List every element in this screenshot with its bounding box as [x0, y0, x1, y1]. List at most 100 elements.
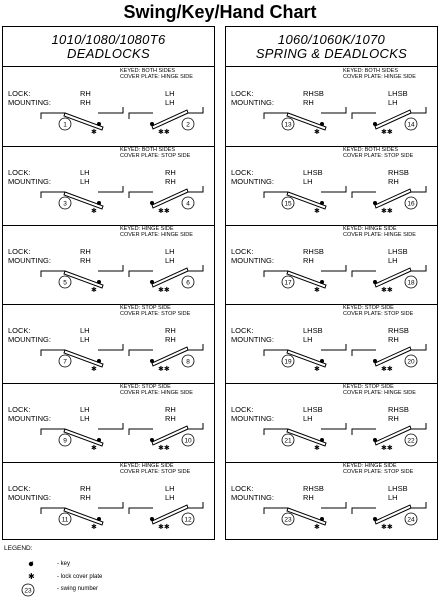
swing-number: 15	[284, 201, 292, 208]
door-frame-right	[98, 502, 124, 509]
star-icon: ✱	[91, 286, 97, 294]
keyed-info: KEYED: BOTH SIDES COVER PLATE: HINGE SID…	[343, 68, 425, 80]
lock-label: LOCK:	[8, 484, 31, 493]
star-icon: ✱✱	[158, 444, 170, 452]
swing-number: 17	[284, 280, 292, 287]
key-dot-icon	[97, 122, 101, 126]
key-dot-icon	[28, 561, 34, 567]
mounting-value-right: LH	[165, 98, 175, 107]
door-leaf-left	[286, 270, 327, 289]
door-swing-diagram: ✱ ✱✱ 9 10	[40, 423, 204, 452]
swing-cell: KEYED: HINGE SIDE COVER PLATE: HINGE SID…	[3, 225, 214, 305]
lock-value-right: RH	[165, 326, 176, 335]
key-dot-icon	[373, 201, 377, 205]
keyed-info: KEYED: STOP SIDE COVER PLATE: STOP SIDE	[120, 305, 202, 317]
keyed-side: KEYED: STOP SIDE	[120, 305, 171, 311]
mounting-label: MOUNTING:	[231, 177, 274, 186]
mounting-value-left: LH	[80, 177, 90, 186]
mounting-label: MOUNTING:	[231, 98, 274, 107]
column-type: DEADLOCKS	[67, 46, 150, 61]
swing-number: 7	[63, 359, 67, 366]
door-frame-left	[263, 507, 288, 514]
cover-plate-side: COVER PLATE: HINGE SIDE	[120, 390, 193, 396]
key-dot-icon	[320, 438, 324, 442]
cover-plate-side: COVER PLATE: STOP SIDE	[120, 469, 191, 475]
door-swing-diagram: ✱ ✱✱ 3 4	[40, 186, 204, 215]
legend-text: - key	[57, 561, 71, 567]
star-icon: ✱	[314, 207, 320, 215]
door-frame-right	[188, 186, 204, 193]
lock-value-left: LH	[80, 405, 90, 414]
star-icon: ✱	[314, 286, 320, 294]
lock-label: LOCK:	[231, 484, 254, 493]
key-dot-icon	[150, 280, 154, 284]
swing-number: 13	[284, 122, 292, 129]
star-icon: ✱✱	[381, 444, 393, 452]
mounting-value-left: LH	[303, 335, 313, 344]
swing-cell: KEYED: BOTH SIDES COVER PLATE: HINGE SID…	[226, 67, 437, 147]
door-frame-right	[188, 107, 204, 114]
mounting-value-right: LH	[388, 493, 398, 502]
swing-number: 11	[62, 517, 69, 524]
legend-item-cover-plate: ✱ - lock cover plate	[4, 572, 204, 584]
keyed-info: KEYED: HINGE SIDE COVER PLATE: HINGE SID…	[343, 226, 425, 238]
star-icon: ✱✱	[381, 207, 393, 215]
door-frame-left	[128, 507, 153, 514]
key-dot-icon	[373, 280, 377, 284]
cover-plate-side: COVER PLATE: STOP SIDE	[120, 311, 191, 317]
star-icon: ✱	[91, 128, 97, 136]
lock-value-left: RHSB	[303, 247, 324, 256]
swing-number: 23	[284, 517, 292, 524]
legend-text: - lock cover plate	[57, 574, 103, 580]
mounting-label: MOUNTING:	[231, 335, 274, 344]
lock-label: LOCK:	[231, 89, 254, 98]
swing-number-circle	[281, 354, 295, 368]
keyed-info: KEYED: HINGE SIDE COVER PLATE: STOP SIDE	[343, 463, 425, 475]
door-frame-right	[188, 344, 204, 351]
door-leaf-left	[286, 112, 327, 131]
column-header: 1010/1080/1080T6 DEADLOCKS	[3, 27, 214, 67]
door-frame-left	[263, 349, 288, 356]
lock-value-right: RH	[165, 168, 176, 177]
cover-plate-side: COVER PLATE: HINGE SIDE	[120, 74, 193, 80]
mounting-label: MOUNTING:	[8, 256, 51, 265]
door-frame-right	[98, 265, 124, 272]
cover-plate-side: COVER PLATE: HINGE SIDE	[120, 232, 193, 238]
keyed-side: KEYED: BOTH SIDES	[343, 68, 399, 74]
mounting-label: MOUNTING:	[8, 335, 51, 344]
swing-cell: KEYED: BOTH SIDES COVER PLATE: HINGE SID…	[3, 67, 214, 147]
lock-value-right: LH	[165, 484, 175, 493]
mounting-value-left: RH	[303, 256, 314, 265]
door-frame-left	[263, 270, 288, 277]
mounting-value-right: LH	[388, 256, 398, 265]
swing-number-circle	[181, 512, 195, 526]
door-frame-right	[411, 502, 427, 509]
lock-value-right: LHSB	[388, 247, 408, 256]
lock-label: LOCK:	[8, 247, 31, 256]
door-frame-left	[351, 349, 376, 356]
keyed-info: KEYED: BOTH SIDES COVER PLATE: HINGE SID…	[120, 68, 202, 80]
lock-value-left: RHSB	[303, 89, 324, 98]
mounting-label: MOUNTING:	[231, 493, 274, 502]
door-frame-right	[411, 186, 427, 193]
swing-number: 21	[284, 438, 292, 445]
door-swing-diagram: ✱ ✱✱ 1 2	[40, 107, 204, 136]
star-icon: ✱	[91, 207, 97, 215]
door-frame-left	[263, 428, 288, 435]
swing-number: 2	[186, 122, 190, 129]
door-frame-right	[321, 186, 347, 193]
swing-number-circle	[281, 512, 295, 526]
key-dot-icon	[97, 517, 101, 521]
door-leaf-left	[286, 428, 327, 447]
circle-number-icon: 23	[21, 583, 35, 597]
door-frame-right	[411, 344, 427, 351]
lock-value-left: RH	[80, 247, 91, 256]
door-frame-left	[128, 191, 153, 198]
key-dot-icon	[373, 517, 377, 521]
swing-cell: KEYED: HINGE SIDE COVER PLATE: STOP SIDE…	[3, 462, 214, 541]
door-leaf-left	[286, 349, 327, 368]
keyed-info: KEYED: STOP SIDE COVER PLATE: HINGE SIDE	[343, 384, 425, 396]
cover-plate-side: COVER PLATE: HINGE SIDE	[343, 390, 416, 396]
key-dot-icon	[97, 280, 101, 284]
door-frame-right	[98, 107, 124, 114]
